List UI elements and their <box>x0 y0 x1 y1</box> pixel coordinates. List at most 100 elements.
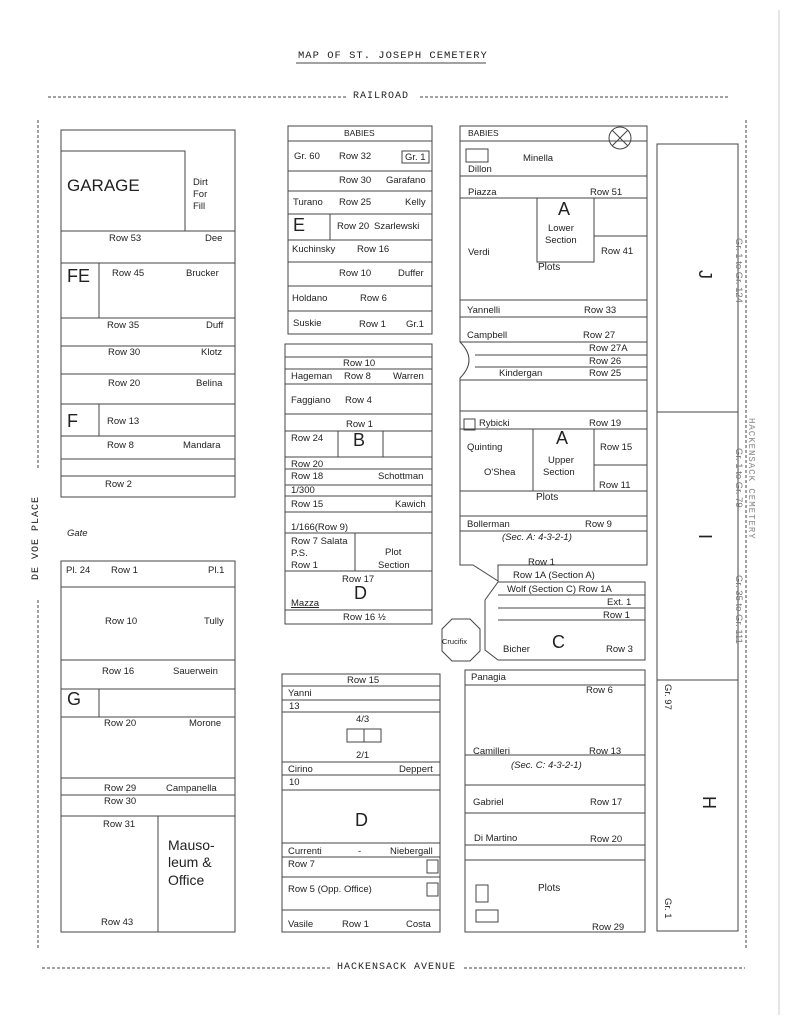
row-label: Row 11 <box>599 480 631 491</box>
name-label: Piazza <box>468 187 497 198</box>
name-label: Campanella <box>166 783 217 794</box>
name-label: Schottman <box>378 471 424 482</box>
row-label: Row 20 <box>108 378 141 389</box>
section-letter: A <box>558 199 571 219</box>
crucifix-label: Crucifix <box>442 637 468 646</box>
babies-label: BABIES <box>344 128 375 138</box>
dirt-label: Dirt <box>193 177 208 188</box>
row-label: Row 27A <box>589 343 628 354</box>
row-label: Row 4 <box>345 395 372 406</box>
row-label: Row 7 <box>288 859 315 870</box>
row-label: Row 33 <box>584 305 617 316</box>
name-label: Morone <box>189 718 222 729</box>
row-label: Row 30 <box>339 175 372 186</box>
dirt-label: For <box>193 189 208 200</box>
row-label: Row 20 <box>590 834 623 845</box>
row-label: P.S. <box>291 548 308 559</box>
grave-label: Gr.1 <box>406 319 424 330</box>
row-label: Row 1 <box>111 565 138 576</box>
grave-label: 13 <box>289 701 300 712</box>
name-label: Di Martino <box>474 833 518 844</box>
row-label: Row 1 <box>528 557 555 568</box>
row-label: Row 29 <box>104 783 137 794</box>
grave-label: Gr. 97 <box>662 684 673 710</box>
row-label: 1/300 <box>291 485 315 496</box>
row-label: Row 51 <box>590 187 623 198</box>
name-label: Currenti <box>288 846 322 857</box>
dirt-label: Fill <box>193 201 206 212</box>
name-label: Holdano <box>292 293 328 304</box>
row-label: Row 20 <box>104 718 137 729</box>
row-label: Row 18 <box>291 471 324 482</box>
name-label: Faggiano <box>291 395 331 406</box>
row-label: Row 20 <box>337 221 370 232</box>
row-label: Row 31 <box>103 819 136 830</box>
name-label: Quinting <box>467 442 503 453</box>
section-letter: F <box>67 411 78 431</box>
row-label: Row 53 <box>109 233 142 244</box>
name-label: Minella <box>523 153 554 164</box>
row-label: Row 29 <box>592 922 625 933</box>
row-label: Row 13 <box>107 416 140 427</box>
section-letter: H <box>699 796 719 809</box>
name-label: Bollerman <box>467 519 510 530</box>
babies-label: BABIES <box>468 128 499 138</box>
name-label: Mazza <box>291 598 319 609</box>
section-name: Section <box>543 467 575 478</box>
row-label: Row 10 <box>343 358 376 369</box>
mausoleum-label: leum & <box>168 854 212 870</box>
grave-range-label: Gr. 1 to Gr. 124 <box>733 238 744 303</box>
road-railroad: RAILROAD <box>353 91 410 102</box>
grave-label: Gr. 1 <box>662 898 673 919</box>
row-label: Row 43 <box>101 917 134 928</box>
name-label: Garafano <box>386 175 426 186</box>
name-label: Sauerwein <box>173 666 218 677</box>
name-label: Dee <box>205 233 223 244</box>
name-label: Vasile <box>288 919 314 930</box>
row-label: Row 10 <box>339 268 372 279</box>
name-label: Camilleri <box>473 746 510 757</box>
row-label: Row 1 <box>342 919 369 930</box>
plot-label: Pl. 24 <box>66 565 91 576</box>
name-label: Klotz <box>201 347 223 358</box>
row-label: Row 16 <box>102 666 135 677</box>
row-label: Row 30 <box>104 796 137 807</box>
row-label: Row 17 <box>590 797 623 808</box>
row-label: 1/166(Row 9) <box>291 522 349 533</box>
row-label: Row 20 <box>291 459 324 470</box>
mausoleum-label: Office <box>168 872 205 888</box>
row-label: Row 25 <box>589 368 622 379</box>
name-label: Szarlewski <box>374 221 420 232</box>
name-label: Brucker <box>186 268 219 279</box>
row-label: Row 15 <box>600 442 633 453</box>
name-label: Warren <box>393 371 424 382</box>
name-label: Panagia <box>471 672 506 683</box>
mausoleum-label: Mauso- <box>168 837 215 853</box>
row-label: Row 25 <box>339 197 372 208</box>
plots-label: Plots <box>538 262 561 273</box>
section-letter: C <box>552 632 565 652</box>
row-label: Row 8 <box>107 440 134 451</box>
name-label: Duff <box>206 320 224 331</box>
plots-label: Plots <box>536 492 559 503</box>
row-label: Row 15 <box>347 675 380 686</box>
name-label: Dillon <box>468 164 492 175</box>
row-label: Row 30 <box>108 347 141 358</box>
row-label: Row 32 <box>339 151 372 162</box>
section-name: Section <box>545 235 577 246</box>
row-label: Row 13 <box>589 746 622 757</box>
grave-range-label: Gr. 35 to Gr. 111 <box>733 575 744 644</box>
row-label: Row 6 <box>360 293 387 304</box>
section-letter: D <box>354 583 367 603</box>
name-label: Gabriel <box>473 797 504 808</box>
name-label: Campbell <box>467 330 508 341</box>
name-label: Costa <box>406 919 431 930</box>
plots-label: Plots <box>538 883 561 894</box>
road-hackensack-avenue: HACKENSACK AVENUE <box>337 962 457 973</box>
section-letter: FE <box>67 266 91 286</box>
name-label: Niebergall <box>390 846 433 857</box>
name-label: O'Shea <box>484 467 516 478</box>
row-label: Row 41 <box>601 246 634 257</box>
road-de-voe-place: DE VOE PLACE <box>31 495 42 580</box>
